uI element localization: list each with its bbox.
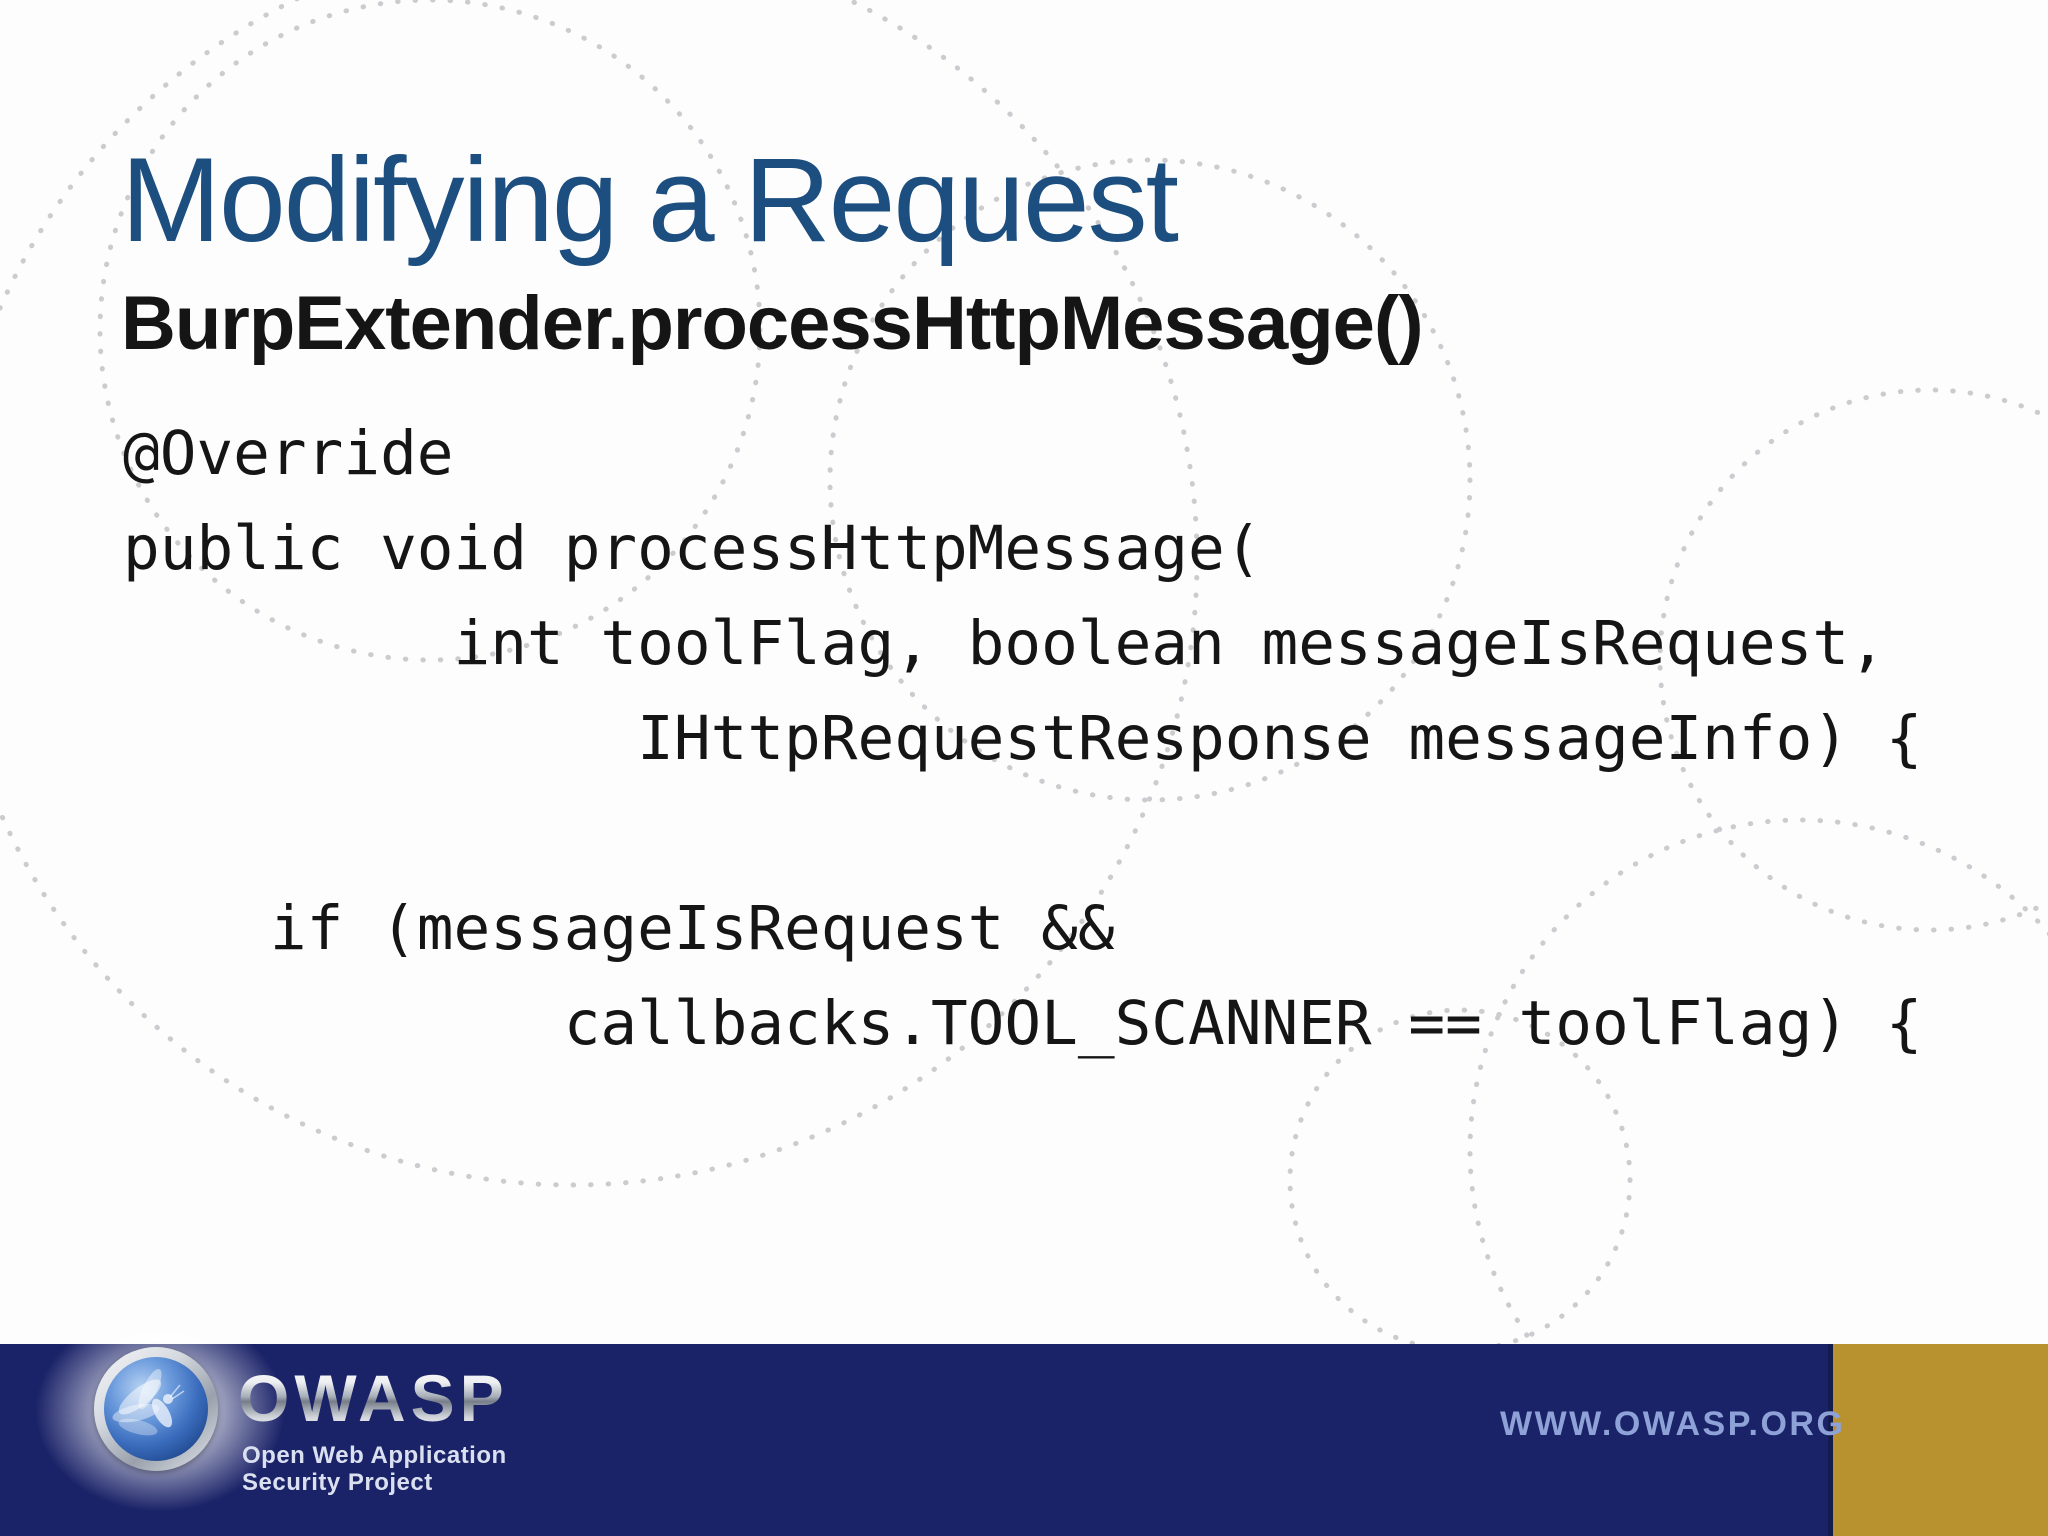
owasp-wasp-logo-icon	[94, 1347, 218, 1471]
footer-gold-accent	[1828, 1344, 2048, 1536]
footer-website-url: WWW.OWASP.ORG	[1500, 1405, 1846, 1443]
owasp-tagline: Open Web Application Security Project	[242, 1442, 507, 1496]
footer-bar	[0, 1344, 2048, 1536]
slide-subtitle: BurpExtender.processHttpMessage()	[121, 281, 1424, 366]
code-snippet: @Override public void processHttpMessage…	[123, 418, 1923, 1059]
owasp-tagline-line2: Security Project	[242, 1469, 433, 1496]
owasp-wordmark: OWASP	[238, 1361, 509, 1435]
slide-title: Modifying a Request	[121, 133, 1179, 267]
owasp-logo-sphere	[104, 1357, 208, 1461]
owasp-tagline-line1: Open Web Application	[242, 1442, 507, 1469]
